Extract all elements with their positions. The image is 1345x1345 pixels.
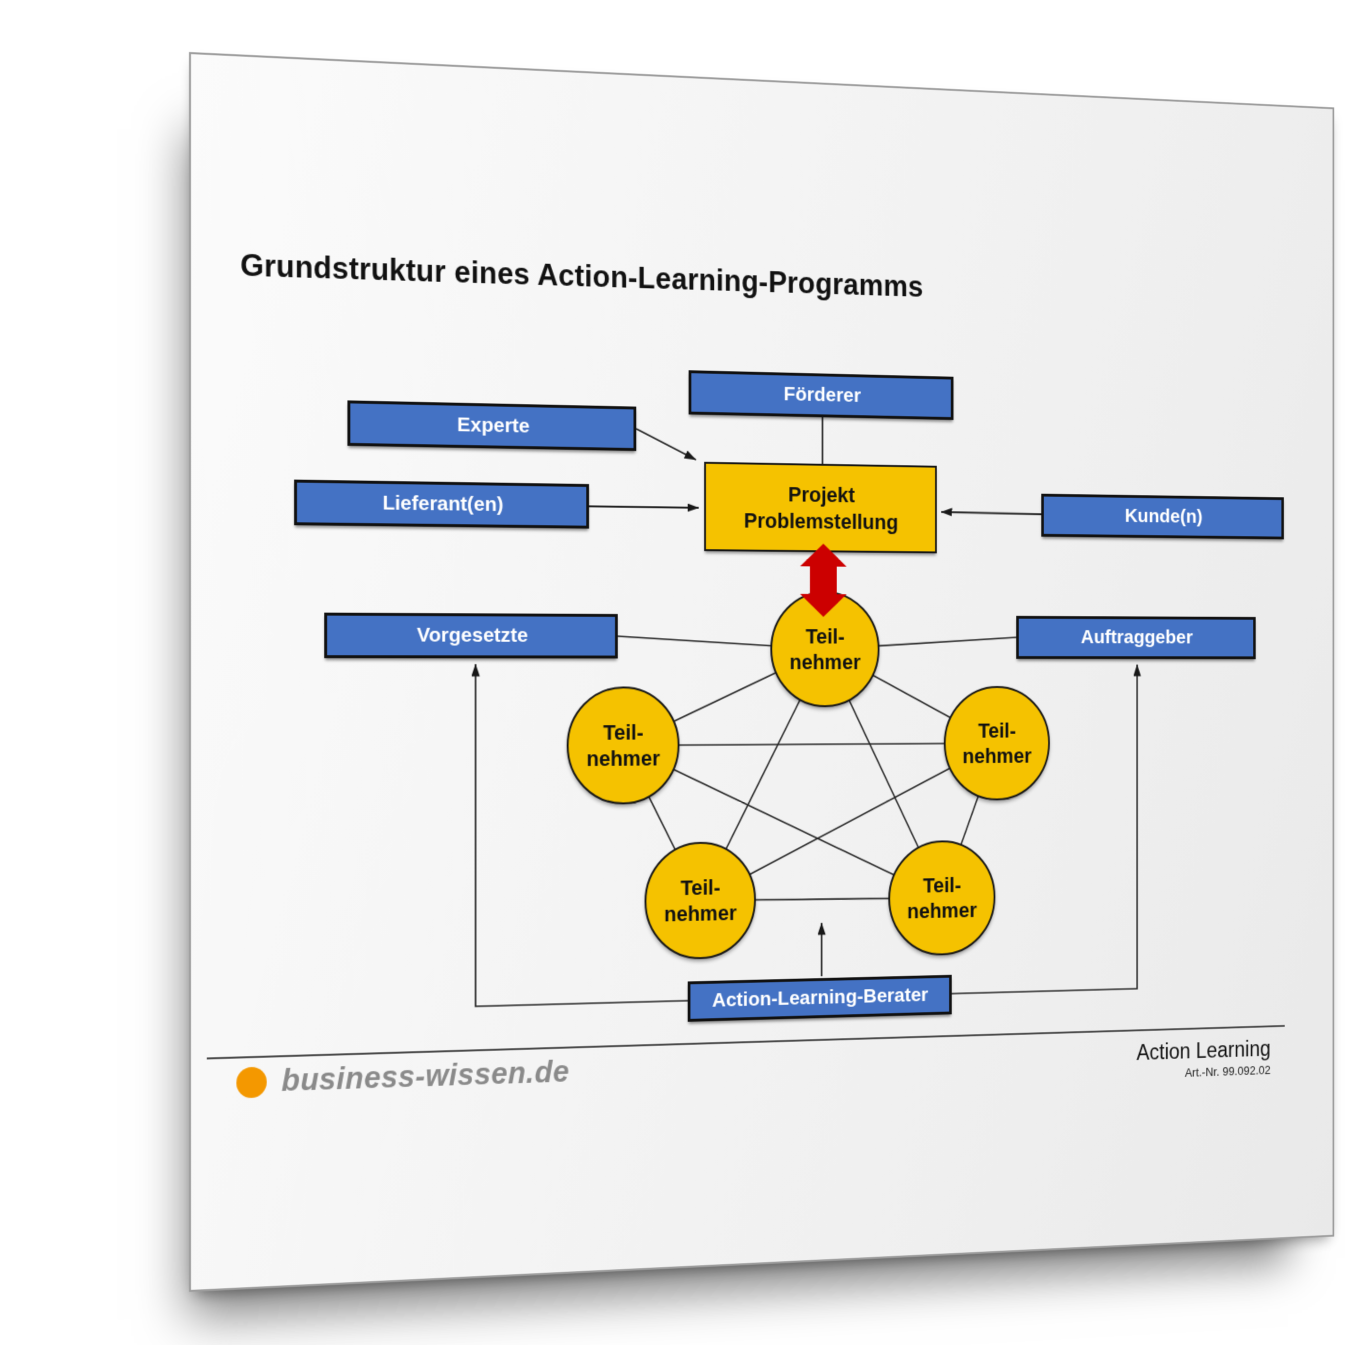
node-kunde: Kunde(n) [1041, 493, 1284, 540]
arrow-kunde-projekt [941, 512, 1041, 514]
brand-dot-icon [236, 1066, 267, 1098]
node-lieferant-label: Lieferant(en) [382, 491, 504, 516]
teilnehmer-line2: nehmer [664, 900, 737, 927]
node-foerderer: Förderer [688, 370, 954, 420]
paper-page: Grundstruktur eines Action-Learning-Prog… [189, 52, 1334, 1292]
teilnehmer-line1: Teil- [805, 624, 845, 649]
node-foerderer-label: Förderer [783, 383, 861, 407]
arrow-lieferant-projekt [589, 506, 699, 507]
node-auftraggeber: Auftraggeber [1016, 615, 1256, 660]
teilnehmer-line2: nehmer [907, 898, 977, 924]
node-teilnehmer-top: Teil- nehmer [770, 590, 880, 708]
teilnehmer-line2: nehmer [962, 743, 1032, 768]
product-block: Action Learning Art.-Nr. 99.092.02 [1136, 1036, 1270, 1081]
node-vorgesetzte: Vorgesetzte [324, 612, 618, 659]
node-kunde-label: Kunde(n) [1124, 505, 1203, 528]
teilnehmer-line1: Teil- [978, 718, 1017, 743]
product-name: Action Learning [1136, 1036, 1271, 1065]
teilnehmer-line2: nehmer [586, 746, 660, 771]
teilnehmer-line2: nehmer [789, 650, 861, 674]
teilnehmer-line1: Teil- [680, 875, 721, 900]
node-teilnehmer-right: Teil- nehmer [943, 685, 1050, 801]
node-berater: Action-Learning-Berater [687, 974, 952, 1022]
node-experte: Experte [347, 400, 637, 451]
node-vorgesetzte-label: Vorgesetzte [416, 623, 529, 647]
node-berater-label: Action-Learning-Berater [712, 983, 929, 1012]
node-experte-label: Experte [457, 413, 530, 438]
node-projekt-line2: Problemstellung [743, 507, 899, 534]
teilnehmer-line1: Teil- [922, 873, 962, 898]
node-teilnehmer-left: Teil- nehmer [566, 686, 680, 805]
node-projekt-line1: Projekt [788, 481, 855, 507]
teilnehmer-line1: Teil- [603, 720, 644, 745]
connector-layer [191, 54, 1336, 1294]
node-auftraggeber-label: Auftraggeber [1080, 626, 1193, 649]
node-lieferant: Lieferant(en) [294, 479, 590, 529]
node-projekt: Projekt Problemstellung [704, 461, 937, 554]
arrow-experte-projekt [636, 429, 696, 460]
